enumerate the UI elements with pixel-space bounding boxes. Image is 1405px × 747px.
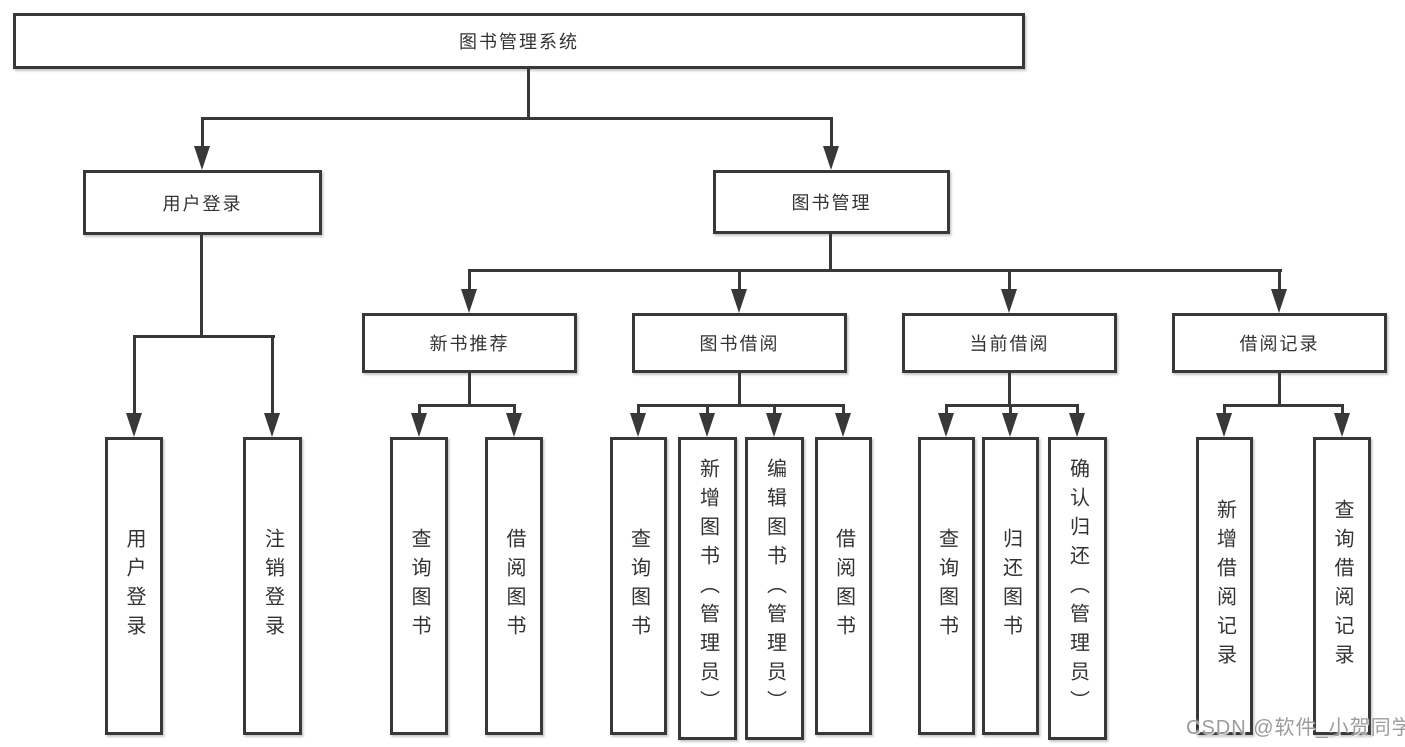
arrow-to-current [1001,272,1017,313]
arrow-leaf [1216,407,1232,437]
arrow-leaf [630,407,646,437]
connector-level2-rail [468,269,1282,272]
leaf-borrow-books-1: 借阅图书 [485,437,543,735]
connector-current-rail [945,404,1079,407]
arrow-leaf [1069,407,1085,437]
leaf-query-books-2: 查询图书 [610,437,667,735]
connector-records-stem [1278,373,1281,407]
connector-borrowing-stem [738,373,741,407]
node-borrowing: 图书借阅 [632,313,847,373]
arrow-to-book-mgmt [823,120,839,170]
arrow-to-user-login [194,120,210,170]
connector-book-mgmt-stem [829,234,832,272]
leaf-add-book-admin: 新增图书（管理员） [678,437,737,740]
leaf-user-login: 用户登录 [105,437,163,735]
arrow-to-borrowing [731,272,747,313]
node-new-books: 新书推荐 [362,313,577,373]
connector-records-rail [1223,404,1344,407]
arrow-leaf [766,407,782,437]
arrow-leaf [835,407,851,437]
leaf-query-books-1: 查询图书 [390,437,448,735]
arrow-leaf [699,407,715,437]
arrow-leaf [1002,407,1018,437]
arrow-to-leaf-login [126,338,142,437]
arrow-to-new-books [461,272,477,313]
leaf-add-borrow-record: 新增借阅记录 [1196,437,1253,735]
node-borrow-records: 借阅记录 [1172,313,1387,373]
connector-borrowing-rail [637,404,845,407]
leaf-borrow-books-2: 借阅图书 [815,437,872,735]
arrow-to-leaf-logout [264,338,280,437]
node-root: 图书管理系统 [13,13,1025,69]
connector-level1-rail [201,117,833,120]
connector-root-stem [527,69,530,120]
leaf-query-borrow-record: 查询借阅记录 [1313,437,1371,735]
arrow-to-records [1271,272,1287,313]
arrow-leaf [411,407,427,437]
node-user-login: 用户登录 [83,170,322,235]
arrow-leaf [1334,407,1350,437]
arrow-leaf [938,407,954,437]
leaf-confirm-return-admin: 确认归还（管理员） [1048,437,1107,740]
connector-user-login-rail [133,335,275,338]
leaf-logout: 注销登录 [243,437,302,735]
csdn-watermark: CSDN @软件_小贺同学 [1186,717,1405,739]
node-current-borrow: 当前借阅 [902,313,1117,373]
node-book-mgmt: 图书管理 [713,170,950,234]
connector-new-books-rail [418,404,516,407]
connector-user-login-stem [200,235,203,337]
leaf-edit-book-admin: 编辑图书（管理员） [745,437,804,740]
connector-current-stem [1008,373,1011,407]
connector-new-books-stem [468,373,471,407]
arrow-leaf [506,407,522,437]
leaf-return-books: 归还图书 [982,437,1039,735]
leaf-query-books-3: 查询图书 [918,437,975,735]
